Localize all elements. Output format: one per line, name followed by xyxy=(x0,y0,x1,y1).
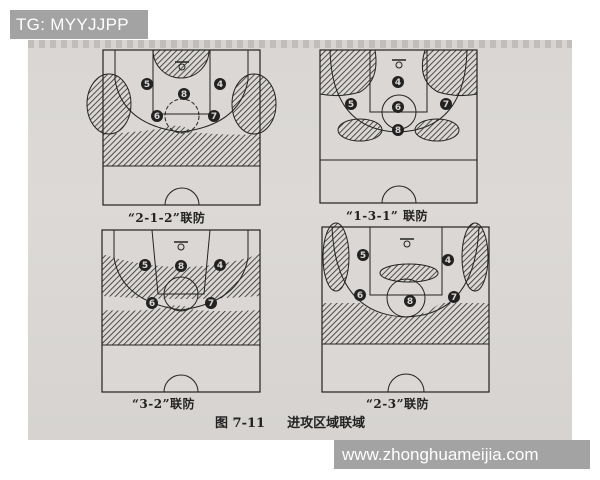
svg-text:7: 7 xyxy=(208,299,214,309)
svg-text:7: 7 xyxy=(211,112,217,122)
figure-number: 图 7-11 xyxy=(215,416,266,431)
court-1-3-1: 4 5 6 7 8 xyxy=(319,49,478,204)
svg-text:8: 8 xyxy=(407,297,413,307)
figure-caption: 图 7-11 进攻区域联域 xyxy=(215,412,365,431)
svg-text:6: 6 xyxy=(154,112,160,122)
svg-text:7: 7 xyxy=(443,100,449,110)
svg-text:5: 5 xyxy=(348,100,354,110)
caption-1-3-1: “1-3-1” 联防 xyxy=(346,209,428,223)
watermark-bottom: www.zhonghuameijia.com xyxy=(334,440,590,469)
svg-text:5: 5 xyxy=(142,261,148,271)
court-3-2: 5 8 4 6 7 xyxy=(101,229,261,393)
svg-text:4: 4 xyxy=(217,261,223,271)
svg-text:4: 4 xyxy=(217,80,223,90)
svg-text:4: 4 xyxy=(445,256,451,266)
court-2-3: 5 4 6 8 7 xyxy=(321,222,490,393)
svg-text:5: 5 xyxy=(144,80,150,90)
svg-text:8: 8 xyxy=(395,126,401,136)
caption-2-3: “2-3”联防 xyxy=(366,397,429,411)
svg-text:6: 6 xyxy=(357,291,363,301)
svg-text:8: 8 xyxy=(181,90,187,100)
svg-text:8: 8 xyxy=(178,262,184,272)
court-2-1-2: 5 4 8 6 7 xyxy=(86,49,277,206)
svg-text:4: 4 xyxy=(395,78,401,88)
caption-2-1-2: “2-1-2”联防 xyxy=(128,211,206,225)
watermark-top: TG: MYYJJPP xyxy=(10,10,148,39)
figure-title: 进攻区域联域 xyxy=(287,416,366,431)
bleed-through-text xyxy=(28,40,572,48)
caption-3-2: “3-2”联防 xyxy=(132,397,195,411)
svg-text:5: 5 xyxy=(360,251,366,261)
svg-text:6: 6 xyxy=(395,103,401,113)
svg-text:7: 7 xyxy=(451,293,457,303)
svg-text:6: 6 xyxy=(149,299,155,309)
